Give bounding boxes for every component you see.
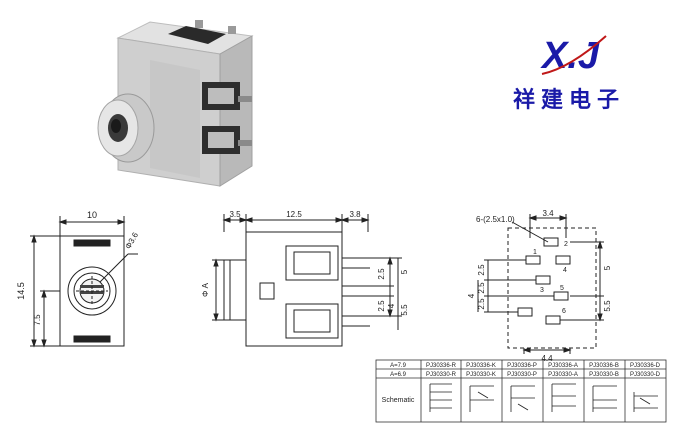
pcb-pin-5: 5 [560,285,564,292]
brand-logo-letters: X.J [540,35,600,77]
pcb-left-label-3: 2.5 [477,282,486,294]
schematic-symbols [429,383,658,412]
pcb-pin-6: 6 [562,308,566,315]
table-cell: PJ30330-D [630,372,661,378]
side-left-label: Φ A [201,282,210,297]
side-top-label-3: 3.8 [349,210,361,219]
table-cell: PJ30330-P [507,372,537,378]
table-cell: PJ30336-D [630,363,661,369]
side-right-label-3: 2.5 [377,300,386,312]
front-height-label: 14.5 [16,282,26,300]
side-top-label-1: 3.5 [229,210,241,219]
side-right-label-1: 5 [400,269,409,274]
pcb-pin-4: 4 [563,267,567,274]
product-photo [97,20,254,187]
pcb-bottom-label: 4.4 [541,354,553,363]
pcb-pin-2: 2 [564,241,568,248]
pcb-pin-1: 1 [533,249,537,256]
table-cell: PJ30330-R [426,372,457,378]
side-right-label-5: 5.5 [400,304,409,316]
table-cell: A=7.9 [390,363,407,369]
table-cell: PJ30336-R [426,363,457,369]
front-hole-label: Φ3.6 [124,230,141,250]
table-cell: PJ30336-A [548,363,578,369]
table-row-a1: A=7.9 PJ30336-R PJ30336-K PJ30336-P PJ30… [390,363,661,369]
table-cell: PJ30336-P [507,363,537,369]
table-cell: PJ30336-K [466,363,496,369]
pcb-hole-label: 6-(2.5x1.0) [476,215,515,224]
pcb-left-label-1: 2.5 [477,264,486,276]
pcb-left-label-2: 4 [467,293,476,298]
front-lower-label: 7.5 [33,314,42,326]
schematic-label: Schematic [382,397,415,404]
side-right-label-2: 2.5 [377,268,386,280]
pcb-left-label-4: 2.5 [477,298,486,310]
brand-chinese-name: 祥建电子 [513,87,626,113]
pcb-right-label-2: 5.5 [603,300,612,312]
table-row-a2: A=6.9 PJ30330-R PJ30330-K PJ30330-P PJ30… [390,372,661,378]
brand-logo-mark: X.J [540,35,607,77]
table-cell: PJ30330-B [589,372,619,378]
table-cell: PJ30330-K [466,372,496,378]
front-width-label: 10 [87,210,97,220]
pcb-pin-3: 3 [540,287,544,294]
model-table [375,359,667,423]
side-view-drawing [212,214,402,347]
pcb-right-label-1: 5 [603,265,612,270]
pcb-top-label: 3.4 [542,209,554,218]
pcb-layout-drawing [477,214,604,354]
table-cell: A=6.9 [390,372,407,378]
side-top-label-2: 12.5 [286,210,302,219]
side-right-label-4: 4 [387,303,396,308]
front-view-drawing [30,216,138,348]
table-cell: PJ30330-A [548,372,578,378]
table-cell: PJ30336-B [589,363,619,369]
